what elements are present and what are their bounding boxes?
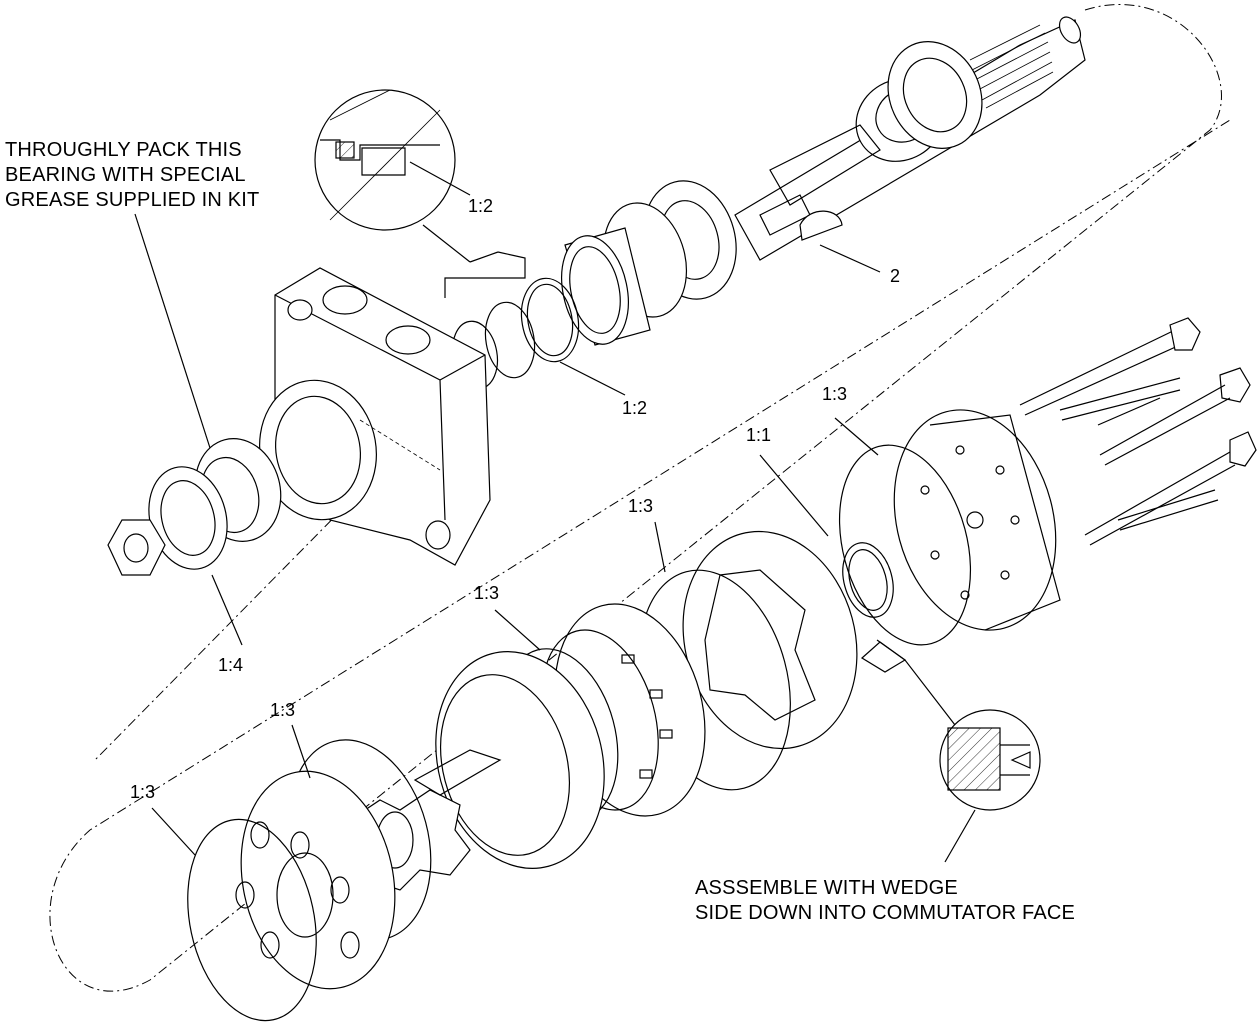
phantom-envelope (49, 4, 1231, 992)
grease-note: THROUGHLY PACK THIS BEARING WITH SPECIAL… (5, 138, 259, 213)
callout-ring-end: 1:3 (130, 782, 156, 802)
callout-oring-small: 1:1 (746, 425, 772, 445)
wedge-note: ASSSEMBLE WITH WEDGE SIDE DOWN INTO COMM… (695, 876, 1075, 926)
wedge-note-line-1: ASSSEMBLE WITH WEDGE (695, 877, 958, 899)
motor-housing (259, 267, 491, 566)
detail-view-top (314, 89, 526, 298)
callout-bearing: 1:4 (218, 655, 244, 675)
thrust-bearing-top (887, 41, 983, 149)
callout-ring-commutator: 1:3 (628, 496, 654, 516)
leader-lines (134, 213, 956, 856)
callout-detail-top: 1:2 (468, 196, 494, 216)
grease-note-line-2: BEARING WITH SPECIAL (5, 164, 246, 186)
callout-ring-mid: 1:2 (622, 398, 648, 418)
dust-seal (148, 466, 228, 570)
commutator-ring (682, 530, 858, 750)
callout-ring-gerotor: 1:3 (270, 700, 296, 720)
wedge-note-line-2: SIDE DOWN INTO COMMUTATOR FACE (695, 902, 1076, 924)
large-seal-rings (838, 444, 972, 646)
woodruff-key (799, 210, 881, 273)
callout-seal-big: 1:3 (822, 384, 848, 404)
gerotor-ring (435, 651, 605, 869)
end-plate (235, 770, 396, 990)
grease-note-line-1: THROUGHLY PACK THIS (5, 139, 242, 161)
end-seal-ring (187, 818, 317, 1022)
castle-nut (107, 519, 166, 576)
grease-note-line-3: GREASE SUPPLIED IN KIT (5, 189, 260, 211)
callout-ring-manifold: 1:3 (474, 583, 500, 603)
detail-view-wedge (939, 709, 1041, 863)
end-cap (893, 409, 1061, 631)
callout-key: 2 (890, 266, 901, 286)
bolts (1019, 317, 1257, 546)
